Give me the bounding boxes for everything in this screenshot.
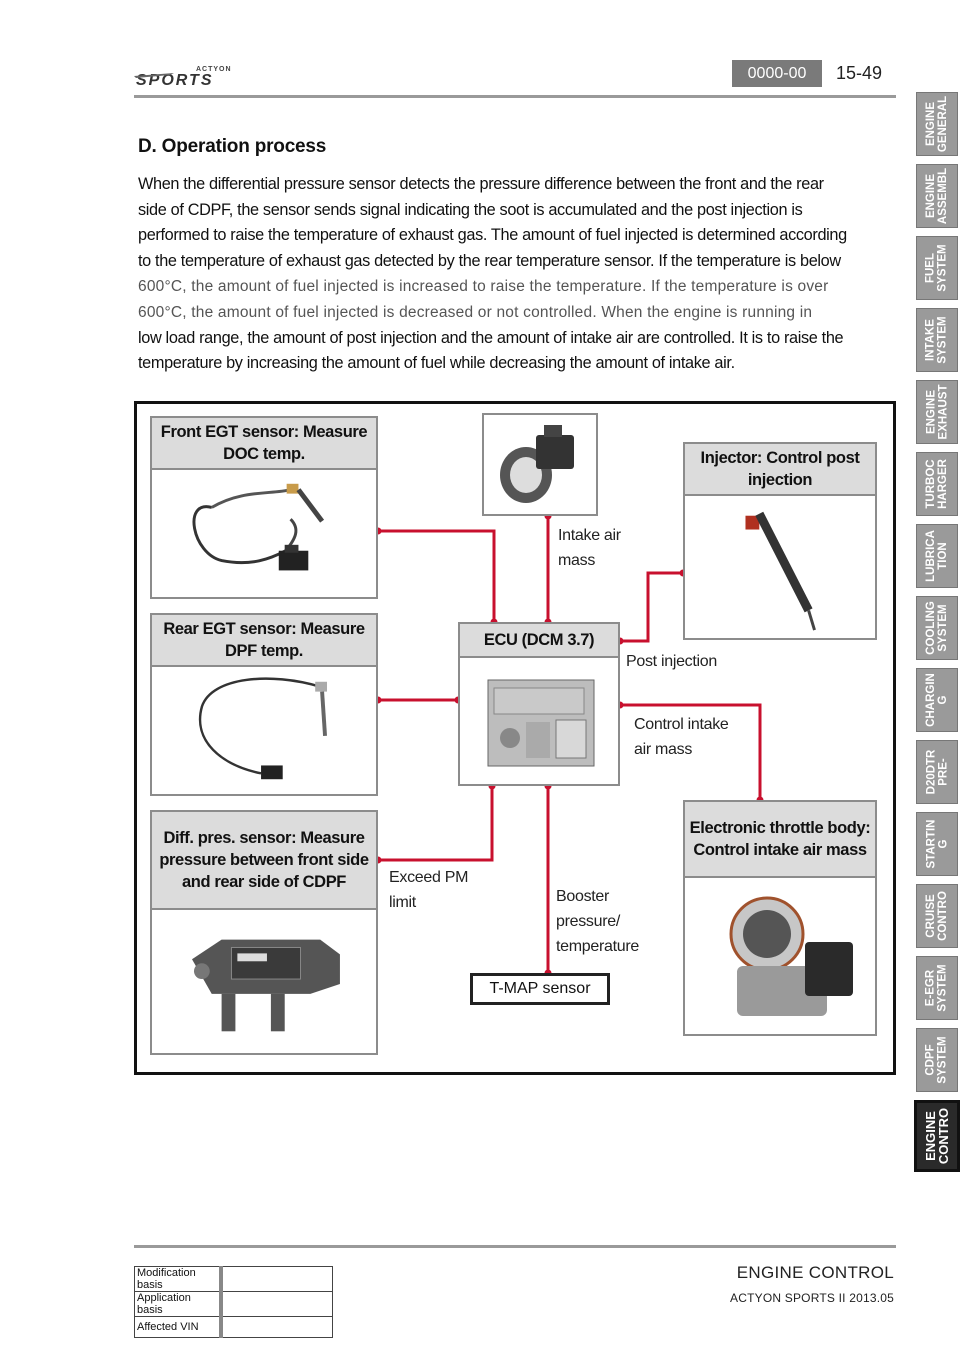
table-cell-label: Affected VIN xyxy=(134,1316,223,1338)
page-code-badge: 0000-00 xyxy=(732,60,822,87)
tab-starting[interactable]: STARTIN G xyxy=(916,812,958,876)
operation-diagram-frame xyxy=(134,401,896,1075)
tab-engine-exhaust[interactable]: ENGINE EXHAUST xyxy=(916,380,958,444)
footer-chapter-title: ENGINE CONTROL xyxy=(736,1263,894,1282)
table-row: Modification basis xyxy=(134,1266,333,1292)
table-cell-value xyxy=(220,1316,333,1338)
tab-label: CHARGIN G xyxy=(925,673,950,727)
tab-label: ENGINE CONTRO xyxy=(923,1107,951,1165)
injector-image xyxy=(685,496,875,638)
tab-intake-system[interactable]: INTAKE SYSTEM xyxy=(916,308,958,372)
tab-label: STARTIN G xyxy=(925,819,950,869)
actyon-sports-logo: ACTYON SPORTS xyxy=(134,62,250,89)
table-row: Application basis xyxy=(134,1291,333,1317)
tab-cdpf-system[interactable]: CDPF SYSTEM xyxy=(916,1028,958,1092)
tab-label: D20DTR PRE- xyxy=(925,749,950,795)
rear-egt-sensor-box: Rear EGT sensor: Measure DPF temp. xyxy=(150,613,378,796)
ecu-image xyxy=(460,658,618,784)
exceed-pm-limit-label: Exceed PM limit xyxy=(389,869,469,911)
rear-egt-sensor-image xyxy=(152,667,376,794)
paragraph-line: side of CDPF, the sensor sends signal in… xyxy=(138,200,803,219)
diff-pressure-sensor-image xyxy=(152,910,376,1053)
tab-label: TURBOC HARGER xyxy=(925,459,949,509)
tab-label: FUEL SYSTEM xyxy=(925,244,950,292)
paragraph-line: low load range, the amount of post injec… xyxy=(138,328,844,347)
tab-cruise-control[interactable]: CRUISE CONTRO xyxy=(916,884,958,948)
tab-label: CRUISE CONTRO xyxy=(925,891,949,941)
intake-air-mass-label: Intake air mass xyxy=(558,527,621,569)
diff-pressure-sensor-box: Diff. pres. sensor: Measure pressure bet… xyxy=(150,810,378,1055)
paragraph-line: performed to raise the temperature of ex… xyxy=(138,226,847,245)
tab-engine-general[interactable]: ENGINE GENERAL xyxy=(916,92,958,156)
tab-label: ENGINE ASSEMBL xyxy=(925,167,950,225)
table-cell-value xyxy=(220,1291,333,1317)
paragraph-line: 600°C, the amount of fuel injected is de… xyxy=(138,303,813,321)
paragraph-line: 600°C, the amount of fuel injected is in… xyxy=(138,278,829,296)
tab-label: LUBRICA TION xyxy=(925,530,949,582)
maf-sensor-box xyxy=(482,413,598,516)
header-divider xyxy=(134,95,896,98)
tab-label: COOLING SYSTEM xyxy=(925,601,950,655)
tab-label: CDPF SYSTEM xyxy=(925,1036,950,1084)
table-row: Affected VIN xyxy=(134,1316,333,1338)
table-cell-value xyxy=(220,1266,333,1292)
table-cell-label: Modification basis xyxy=(134,1266,223,1292)
paragraph-line: to the temperature of exhaust gas detect… xyxy=(138,251,841,270)
injector-label: Injector: Control post injection xyxy=(685,444,875,496)
page-number: 15-49 xyxy=(836,63,883,83)
footer-divider xyxy=(134,1245,896,1248)
tab-lubrication[interactable]: LUBRICA TION xyxy=(916,524,958,588)
operation-paragraph: When the differential pressure sensor de… xyxy=(138,172,888,377)
control-intake-air-label: Control intake air mass xyxy=(634,716,729,758)
tab-d20dtr-pre[interactable]: D20DTR PRE- xyxy=(916,740,958,804)
tab-label: ENGINE GENERAL xyxy=(925,95,950,153)
booster-pressure-label: Booster pressure/ temperature xyxy=(556,888,639,955)
throttle-body-image xyxy=(685,878,875,1034)
modification-table: Modification basis Application basis Aff… xyxy=(134,1266,333,1338)
tab-turbocharger[interactable]: TURBOC HARGER xyxy=(916,452,958,516)
svg-text:ACTYON: ACTYON xyxy=(196,66,232,73)
paragraph-line: When the differential pressure sensor de… xyxy=(138,175,824,193)
rear-egt-sensor-label: Rear EGT sensor: Measure DPF temp. xyxy=(152,615,376,667)
tab-engine-control[interactable]: ENGINE CONTRO xyxy=(914,1100,960,1172)
tab-label: ENGINE EXHAUST xyxy=(925,384,950,440)
maf-sensor-image xyxy=(484,415,596,514)
table-cell-label: Application basis xyxy=(134,1291,223,1317)
tab-e-egr-system[interactable]: E-EGR SYSTEM xyxy=(916,956,958,1020)
svg-text:SPORTS: SPORTS xyxy=(136,72,214,88)
front-egt-sensor-box: Front EGT sensor: Measure DOC temp. xyxy=(150,416,378,599)
footer-model-date: ACTYON SPORTS II 2013.05 xyxy=(730,1291,894,1305)
front-egt-sensor-label: Front EGT sensor: Measure DOC temp. xyxy=(152,418,376,470)
tab-charging[interactable]: CHARGIN G xyxy=(916,668,958,732)
throttle-body-box: Electronic throttle body: Control intake… xyxy=(683,800,877,1036)
tab-engine-assembly[interactable]: ENGINE ASSEMBL xyxy=(916,164,958,228)
section-title: D. Operation process xyxy=(138,136,327,157)
tmap-sensor-box: T-MAP sensor xyxy=(470,973,610,1005)
tab-label: E-EGR SYSTEM xyxy=(925,964,950,1012)
ecu-label: ECU (DCM 3.7) xyxy=(460,624,618,658)
tab-label: INTAKE SYSTEM xyxy=(925,316,950,364)
injector-box: Injector: Control post injection xyxy=(683,442,877,640)
diff-pressure-sensor-label: Diff. pres. sensor: Measure pressure bet… xyxy=(152,812,376,910)
front-egt-sensor-image xyxy=(152,470,376,597)
post-injection-label: Post injection xyxy=(626,653,717,670)
paragraph-line: temperature by increasing the amount of … xyxy=(138,354,735,373)
tab-fuel-system[interactable]: FUEL SYSTEM xyxy=(916,236,958,300)
throttle-body-label: Electronic throttle body: Control intake… xyxy=(685,802,875,878)
tab-cooling-system[interactable]: COOLING SYSTEM xyxy=(916,596,958,660)
ecu-box: ECU (DCM 3.7) xyxy=(458,622,620,786)
